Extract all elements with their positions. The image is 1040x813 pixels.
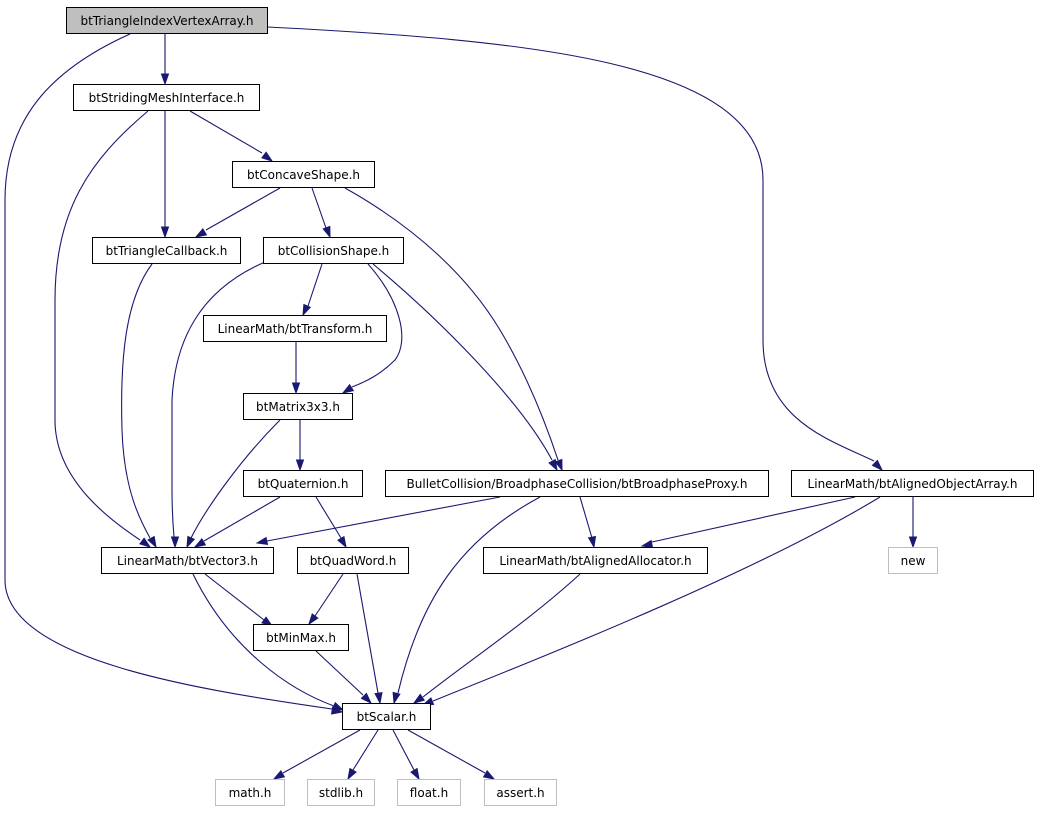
- node-math: math.h: [215, 779, 285, 806]
- arrowhead-alignedarray-new: [908, 536, 918, 549]
- arrowhead-root-striding: [160, 73, 170, 86]
- edge-scalar-math: [282, 729, 361, 774]
- edge-alignedarray-scalar: [432, 496, 881, 702]
- edge-collision-matrix: [351, 263, 403, 388]
- arrowhead-striding-vector3: [139, 537, 152, 548]
- node-striding[interactable]: btStridingMeshInterface.h: [73, 84, 260, 111]
- edge-root-alignedarray: [267, 26, 875, 462]
- edge-root-scalar: [4, 33, 333, 710]
- edge-proxy-scalar: [397, 496, 541, 694]
- arrowhead-collision-matrix: [341, 383, 355, 394]
- edge-striding-concave: [189, 110, 263, 154]
- arrowhead-proxy-scalar: [392, 691, 401, 705]
- arrowhead-proxy-vector3: [255, 536, 269, 546]
- node-minmax[interactable]: btMinMax.h: [253, 624, 349, 651]
- edge-matrix-vector3: [190, 419, 281, 539]
- edge-vector3-scalar: [192, 573, 335, 707]
- node-alignedarray[interactable]: LinearMath/btAlignedObjectArray.h: [791, 470, 1034, 497]
- edge-quaternion-vector3: [203, 496, 281, 542]
- node-quadword[interactable]: btQuadWord.h: [297, 547, 409, 574]
- node-float: float.h: [397, 779, 461, 806]
- arrowhead-vector3-scalar: [331, 701, 345, 711]
- arrowhead-quadword-minmax: [308, 613, 319, 626]
- edge-proxy-allocator: [579, 496, 593, 539]
- arrowhead-concave-proxy: [554, 458, 563, 472]
- arrowhead-collision-vector3: [170, 536, 180, 549]
- edge-concave-proxy: [344, 187, 559, 461]
- edge-alignedarray-allocator: [651, 496, 856, 543]
- arrowhead-minmax-scalar: [360, 692, 373, 705]
- arrowhead-scalar-assert: [482, 770, 496, 780]
- edge-scalar-stdlib: [352, 729, 379, 771]
- edge-tricallback-vector3: [121, 263, 153, 539]
- node-concave[interactable]: btConcaveShape.h: [232, 161, 375, 188]
- arrowhead-matrix-quaternion: [295, 459, 305, 472]
- arrowhead-proxy-allocator: [587, 535, 597, 549]
- node-scalar[interactable]: btScalar.h: [342, 703, 431, 730]
- edge-striding-vector3: [54, 110, 149, 541]
- node-assert: assert.h: [484, 779, 557, 806]
- arrowhead-quaternion-quadword: [337, 535, 347, 549]
- arrowhead-root-alignedarray: [871, 459, 884, 472]
- node-allocator[interactable]: LinearMath/btAlignedAllocator.h: [483, 547, 708, 574]
- edge-quadword-minmax: [314, 573, 344, 617]
- node-quaternion[interactable]: btQuaternion.h: [243, 470, 363, 497]
- node-collision[interactable]: btCollisionShape.h: [263, 237, 404, 264]
- edge-collision-transform: [307, 263, 323, 307]
- node-stdlib: stdlib.h: [307, 779, 375, 806]
- arrowhead-scalar-float: [410, 767, 420, 781]
- node-tricallback[interactable]: btTriangleCallback.h: [92, 237, 241, 264]
- edge-minmax-scalar: [315, 650, 364, 696]
- arrowhead-scalar-stdlib: [347, 767, 357, 781]
- arrowhead-concave-collision: [322, 225, 331, 239]
- node-new: new: [888, 547, 938, 574]
- edge-scalar-assert: [407, 729, 486, 774]
- node-proxy[interactable]: BulletCollision/BroadphaseCollision/btBr…: [385, 470, 769, 497]
- node-matrix[interactable]: btMatrix3x3.h: [243, 393, 353, 420]
- arrowhead-tricallback-vector3: [147, 535, 157, 549]
- arrowhead-allocator-scalar: [412, 693, 426, 704]
- node-root[interactable]: btTriangleIndexVertexArray.h: [66, 7, 268, 34]
- edge-quaternion-quadword: [315, 496, 342, 539]
- edge-collision-proxy: [372, 263, 553, 461]
- arrowhead-striding-tricallback: [160, 226, 170, 239]
- edge-scalar-float: [392, 729, 415, 771]
- arrowhead-collision-proxy: [548, 458, 558, 472]
- edge-allocator-scalar: [422, 573, 581, 698]
- arrowhead-concave-tricallback: [194, 228, 208, 238]
- edge-quadword-scalar: [356, 573, 379, 694]
- arrowhead-scalar-math: [272, 770, 286, 780]
- arrowhead-quadword-scalar: [374, 691, 383, 705]
- edge-concave-tricallback: [205, 187, 281, 231]
- arrowhead-collision-transform: [302, 303, 312, 317]
- node-transform[interactable]: LinearMath/btTransform.h: [203, 315, 387, 342]
- edge-vector3-minmax: [204, 573, 265, 621]
- edge-proxy-vector3: [266, 496, 501, 542]
- arrowhead-transform-matrix: [291, 382, 301, 395]
- arrowhead-striding-concave: [261, 151, 274, 162]
- edge-concave-collision: [311, 187, 327, 229]
- arrowhead-matrix-vector3: [186, 535, 196, 549]
- arrowhead-alignedarray-allocator: [640, 539, 654, 549]
- arrowhead-quaternion-vector3: [193, 538, 207, 548]
- node-vector3[interactable]: LinearMath/btVector3.h: [101, 547, 274, 574]
- edge-collision-vector3: [171, 261, 266, 538]
